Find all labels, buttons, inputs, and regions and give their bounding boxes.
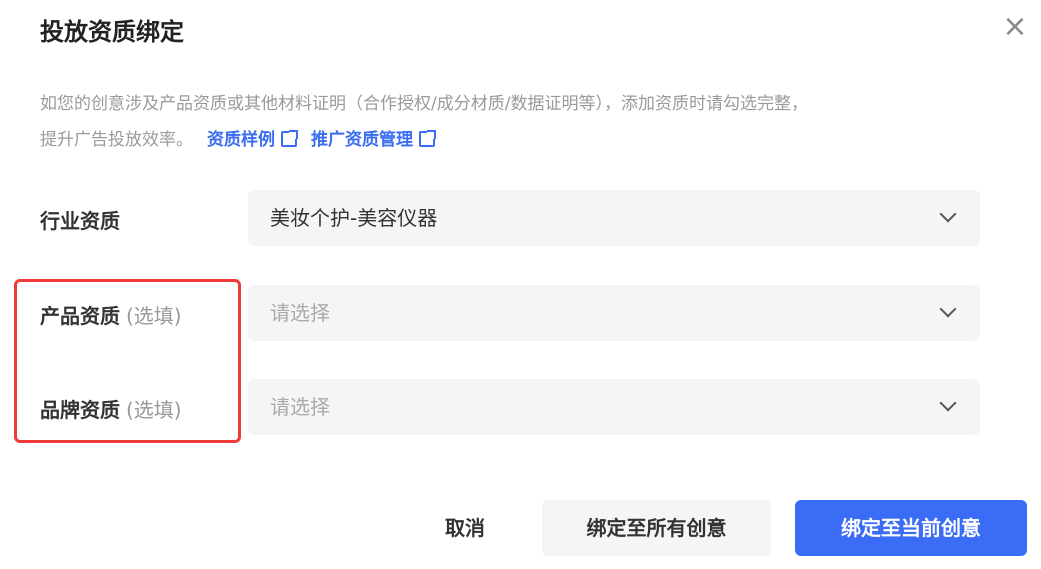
select-placeholder: 请选择 — [270, 395, 330, 419]
label-text: 产品资质 — [40, 304, 120, 328]
qualification-management-link[interactable]: 推广资质管理 — [311, 130, 436, 150]
industry-qualification-label: 行业资质 — [40, 205, 120, 234]
optional-tag: (选填) — [126, 304, 182, 328]
external-link-icon — [419, 130, 436, 147]
chevron-down-icon — [939, 394, 957, 412]
select-value: 美妆个护-美容仪器 — [270, 206, 438, 230]
external-link-icon — [281, 130, 298, 147]
chevron-down-icon — [939, 205, 957, 223]
cancel-button[interactable]: 取消 — [445, 516, 485, 540]
industry-qualification-select[interactable]: 美妆个护-美容仪器 — [248, 190, 980, 246]
highlight-box — [14, 279, 241, 443]
product-qualification-label: 产品资质(选填) — [40, 300, 182, 329]
brand-qualification-label: 品牌资质(选填) — [40, 394, 182, 423]
link-label: 推广资质管理 — [311, 130, 413, 150]
description-line2: 提升广告投放效率。 — [40, 130, 193, 150]
description: 如您的创意涉及产品资质或其他材料证明（合作授权/成分材质/数据证明等），添加资质… — [40, 86, 1030, 158]
description-line1: 如您的创意涉及产品资质或其他材料证明（合作授权/成分材质/数据证明等），添加资质… — [40, 94, 808, 114]
close-icon[interactable]: × — [1002, 9, 1028, 44]
chevron-down-icon — [939, 300, 957, 318]
label-text: 品牌资质 — [40, 398, 120, 422]
select-placeholder: 请选择 — [270, 301, 330, 325]
brand-qualification-select[interactable]: 请选择 — [248, 379, 980, 435]
label-text: 行业资质 — [40, 209, 120, 233]
qualification-sample-link[interactable]: 资质样例 — [207, 130, 298, 150]
product-qualification-select[interactable]: 请选择 — [248, 285, 980, 341]
bind-all-button[interactable]: 绑定至所有创意 — [542, 500, 771, 556]
dialog-title: 投放资质绑定 — [40, 18, 184, 46]
optional-tag: (选填) — [126, 398, 182, 422]
bind-current-button[interactable]: 绑定至当前创意 — [795, 500, 1027, 556]
link-label: 资质样例 — [207, 130, 275, 150]
